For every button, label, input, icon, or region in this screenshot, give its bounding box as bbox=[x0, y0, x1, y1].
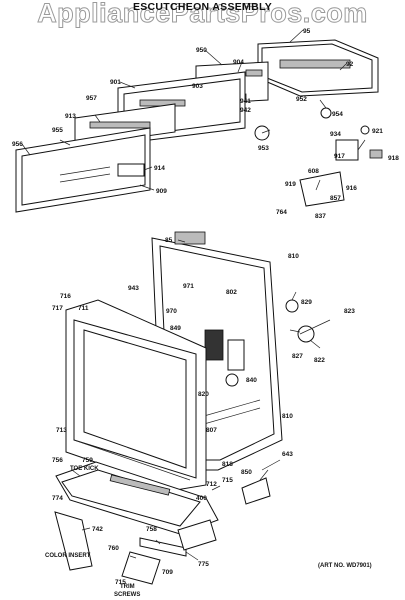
part-label: 774 bbox=[52, 495, 63, 502]
part-label: 823 bbox=[344, 308, 355, 315]
watermark-logo: AppliancePartsPros.com bbox=[37, 0, 368, 29]
part-label: 952 bbox=[296, 96, 307, 103]
part-label: 901 bbox=[110, 79, 121, 86]
part-label: 95 bbox=[303, 28, 311, 35]
color-insert-caption: COLOR INSERT bbox=[45, 553, 91, 559]
part-label: 955 bbox=[52, 127, 63, 134]
part-label: 954 bbox=[332, 111, 343, 118]
connector-part bbox=[369, 149, 383, 159]
part-label: 810 bbox=[282, 413, 293, 420]
part-label: 849 bbox=[170, 325, 181, 332]
part-label: 820 bbox=[198, 391, 209, 398]
part-label: 643 bbox=[282, 451, 293, 458]
part-label: 943 bbox=[128, 285, 139, 292]
part-label: 903 bbox=[192, 83, 203, 90]
label-part bbox=[117, 163, 145, 177]
part-label: 818 bbox=[222, 461, 233, 468]
part-label: 810 bbox=[288, 253, 299, 260]
part-label: 758 bbox=[146, 526, 157, 533]
part-label: 709 bbox=[162, 569, 173, 576]
ring-part bbox=[360, 125, 370, 135]
part-label: 775 bbox=[198, 561, 209, 568]
part-label: 934 bbox=[330, 131, 341, 138]
part-label: 85 bbox=[165, 237, 173, 244]
part-label: 904 bbox=[233, 59, 244, 66]
toe-kick-caption: TOE KICK bbox=[70, 466, 99, 472]
diagram-title: ESCUTCHEON ASSEMBLY bbox=[132, 1, 273, 13]
part-label: 919 bbox=[285, 181, 296, 188]
trim-screws-caption-line1: TRIM bbox=[120, 584, 135, 590]
part-label: 921 bbox=[372, 128, 383, 135]
door-mechanism-part bbox=[204, 329, 245, 387]
part-label: 829 bbox=[301, 299, 312, 306]
part-label: 917 bbox=[334, 153, 345, 160]
escutcheon-front-part bbox=[15, 127, 151, 213]
part-label: 712 bbox=[206, 481, 217, 488]
part-label: 941 bbox=[240, 98, 251, 105]
color-insert-part bbox=[54, 511, 93, 571]
gear-part bbox=[297, 325, 315, 343]
part-label: 909 bbox=[156, 188, 167, 195]
end-cap-part bbox=[177, 519, 217, 551]
trim-screws-caption-line2: SCREWS bbox=[114, 592, 140, 598]
part-label: 716 bbox=[60, 293, 71, 300]
door-seal-part bbox=[73, 439, 191, 481]
part-label: 957 bbox=[86, 95, 97, 102]
trim-clip-part bbox=[121, 551, 161, 585]
art-number-caption: (ART NO. WD7901) bbox=[318, 563, 372, 569]
hinge-part bbox=[285, 299, 299, 313]
leader-lines bbox=[21, 29, 366, 561]
part-label: 950 bbox=[196, 47, 207, 54]
part-label: 92 bbox=[346, 61, 354, 68]
part-label: 918 bbox=[388, 155, 399, 162]
part-label: 802 bbox=[226, 289, 237, 296]
part-label: 837 bbox=[315, 213, 326, 220]
inner-door-liner-part bbox=[65, 299, 207, 491]
part-label: 759 bbox=[82, 457, 93, 464]
part-label: 953 bbox=[258, 145, 269, 152]
part-label: 971 bbox=[183, 283, 194, 290]
part-label: 756 bbox=[52, 457, 63, 464]
part-label: 913 bbox=[65, 113, 76, 120]
part-label: 608 bbox=[308, 168, 319, 175]
part-label: 742 bbox=[92, 526, 103, 533]
latch-part bbox=[299, 171, 345, 207]
part-label: 942 bbox=[240, 107, 251, 114]
part-label: 715 bbox=[115, 579, 126, 586]
trim-strip-part bbox=[139, 537, 187, 557]
part-label: 827 bbox=[292, 353, 303, 360]
part-label: 850 bbox=[241, 469, 252, 476]
part-number-labels: 95 950 904 92 901 903 941 942 952 954 95… bbox=[12, 28, 399, 586]
part-label: 711 bbox=[78, 305, 89, 312]
part-label: 822 bbox=[314, 357, 325, 364]
part-label: 400 bbox=[196, 495, 207, 502]
toe-kick-panel-part bbox=[55, 461, 219, 535]
part-label: 807 bbox=[206, 427, 217, 434]
back-bracket-part bbox=[257, 39, 379, 97]
part-label: 956 bbox=[12, 141, 23, 148]
part-label: 857 bbox=[330, 195, 341, 202]
button-part bbox=[320, 107, 332, 119]
part-label: 914 bbox=[154, 165, 165, 172]
part-label: 715 bbox=[222, 477, 233, 484]
part-label: 760 bbox=[108, 545, 119, 552]
part-label: 764 bbox=[276, 209, 287, 216]
part-label: 717 bbox=[52, 305, 63, 312]
part-label: 840 bbox=[246, 377, 257, 384]
part-label: 916 bbox=[346, 185, 357, 192]
part-label: 713 bbox=[56, 427, 67, 434]
part-label: 970 bbox=[166, 308, 177, 315]
bracket-part bbox=[241, 477, 271, 505]
